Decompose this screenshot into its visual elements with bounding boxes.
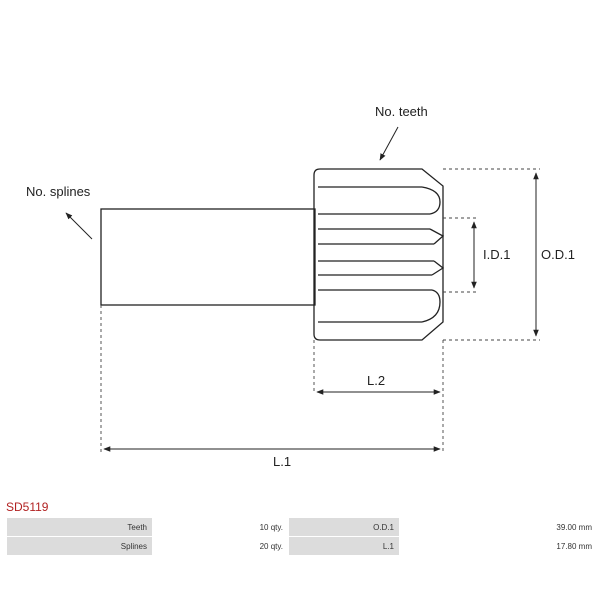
shaft xyxy=(100,208,316,306)
splines-label: No. splines xyxy=(26,184,91,199)
spec-label: O.D.1 xyxy=(288,517,400,537)
spec-value: 39.00 mm xyxy=(399,517,598,537)
teeth-label: No. teeth xyxy=(375,104,428,119)
dimension-lines xyxy=(65,126,539,452)
l2-label: L.2 xyxy=(367,373,385,388)
spec-value: 20 qty. xyxy=(152,536,289,556)
pinion-diagram: No. teeth No. splines I.D.1 O.D.1 L.2 L.… xyxy=(26,104,575,469)
spec-value: 10 qty. xyxy=(152,517,289,537)
extension-lines xyxy=(100,168,540,452)
spec-label: L.1 xyxy=(288,536,400,556)
splines-pointer-arrow xyxy=(65,212,93,240)
spec-value: 17.80 mm xyxy=(399,536,598,556)
spec-table: Teeth 10 qty. O.D.1 39.00 mm Splines 20 … xyxy=(6,517,598,556)
teeth-pointer-arrow xyxy=(379,126,399,161)
od1-label: O.D.1 xyxy=(541,247,575,262)
table-row: Splines 20 qty. L.1 17.80 mm xyxy=(6,536,598,556)
l1-label: L.1 xyxy=(273,454,291,469)
table-row: Teeth 10 qty. O.D.1 39.00 mm xyxy=(6,517,598,537)
id1-label: I.D.1 xyxy=(483,247,510,262)
gear-body xyxy=(313,168,445,341)
spec-label: Teeth xyxy=(6,517,153,537)
spec-label: Splines xyxy=(6,536,153,556)
part-code: SD5119 xyxy=(6,500,49,514)
